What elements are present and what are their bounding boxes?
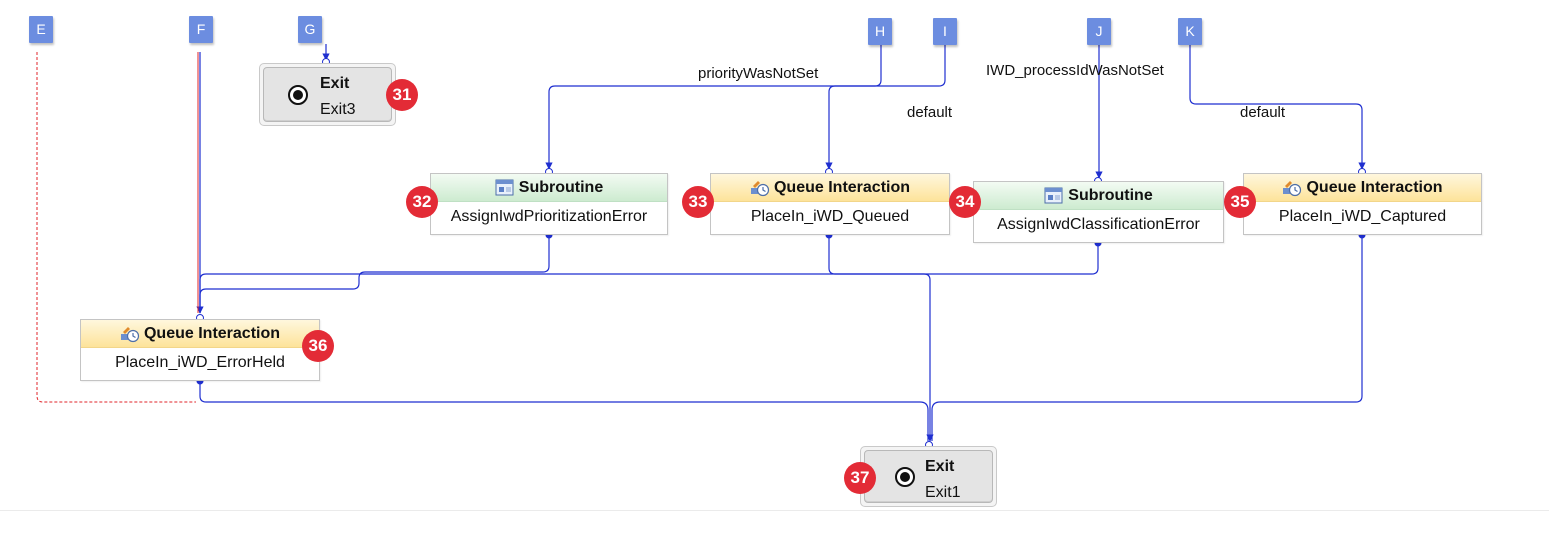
node-header: Subroutine bbox=[974, 182, 1223, 210]
queue-interaction-icon bbox=[1283, 180, 1302, 196]
node-name: PlaceIn_iWD_Captured bbox=[1278, 208, 1447, 225]
node-title: Queue Interaction bbox=[773, 178, 911, 196]
edge-label-default-2: default bbox=[1240, 104, 1286, 121]
exit-name: Exit1 bbox=[925, 484, 961, 501]
edge-label-process: IWD_processIdWasNotSet bbox=[986, 62, 1164, 79]
queue-interaction-icon bbox=[750, 180, 770, 196]
connector-i[interactable]: I bbox=[933, 18, 957, 45]
queue-interaction-icon bbox=[120, 326, 140, 342]
step-badge-35: 35 bbox=[1224, 186, 1256, 218]
node-title: Subroutine bbox=[1068, 186, 1153, 204]
node-title: Subroutine bbox=[518, 178, 604, 196]
subroutine-node-32[interactable]: Subroutine AssignIwdPrioritizationError bbox=[430, 173, 668, 235]
step-badge-32: 32 bbox=[406, 186, 438, 218]
node-name: PlaceIn_iWD_Queued bbox=[750, 208, 910, 225]
node-header: Queue Interaction bbox=[711, 174, 949, 202]
step-badge-33: 33 bbox=[682, 186, 714, 218]
connector-f[interactable]: F bbox=[189, 16, 213, 43]
node-title: Queue Interaction bbox=[143, 324, 281, 342]
node-header: Subroutine bbox=[431, 174, 667, 202]
wire-q35-exit37 bbox=[931, 235, 1363, 441]
queue-interaction-node-33[interactable]: Queue Interaction PlaceIn_iWD_Queued bbox=[710, 173, 950, 235]
connector-e[interactable]: E bbox=[29, 16, 53, 43]
node-name: AssignIwdClassificationError bbox=[997, 216, 1200, 233]
step-badge-36: 36 bbox=[302, 330, 334, 362]
connector-k[interactable]: K bbox=[1178, 18, 1202, 45]
wire-q36-exit37 bbox=[199, 381, 929, 441]
wire-k-q35 bbox=[1189, 44, 1366, 170]
node-header: Queue Interaction bbox=[81, 320, 319, 348]
queue-interaction-node-36[interactable]: Queue Interaction PlaceIn_iWD_ErrorHeld bbox=[80, 319, 320, 381]
subroutine-node-34[interactable]: Subroutine AssignIwdClassificationError bbox=[973, 181, 1224, 243]
step-badge-34: 34 bbox=[949, 186, 981, 218]
connector-g[interactable]: G bbox=[298, 16, 322, 43]
wire-h-sub32 bbox=[545, 44, 882, 170]
exit-title: Exit bbox=[320, 75, 350, 92]
node-name: AssignIwdPrioritizationError bbox=[450, 208, 648, 225]
exit-icon bbox=[288, 85, 308, 105]
queue-interaction-node-35[interactable]: Queue Interaction PlaceIn_iWD_Captured bbox=[1243, 173, 1482, 235]
step-badge-37: 37 bbox=[844, 462, 876, 494]
exit-title: Exit bbox=[925, 458, 955, 475]
exit-node-37[interactable]: Exit Exit1 bbox=[860, 446, 997, 507]
wire-sub32-q36 bbox=[199, 235, 550, 313]
connector-h[interactable]: H bbox=[868, 18, 892, 45]
wire-q33-exit37 bbox=[828, 235, 934, 442]
exit-name: Exit3 bbox=[320, 101, 356, 118]
exit-icon bbox=[895, 467, 915, 487]
edge-label-priority: priorityWasNotSet bbox=[698, 65, 819, 82]
node-title: Queue Interaction bbox=[1306, 178, 1443, 196]
step-badge-31: 31 bbox=[386, 79, 418, 111]
subroutine-icon bbox=[495, 179, 514, 195]
canvas-bottom-divider bbox=[0, 510, 1549, 511]
edge-label-default-1: default bbox=[907, 104, 953, 121]
subroutine-icon bbox=[1044, 187, 1063, 203]
node-name: PlaceIn_iWD_ErrorHeld bbox=[115, 354, 285, 371]
wire-i-q33 bbox=[825, 44, 946, 170]
connector-j[interactable]: J bbox=[1087, 18, 1111, 45]
wire-sub34-q36 bbox=[199, 244, 1099, 313]
node-header: Queue Interaction bbox=[1244, 174, 1481, 202]
exit-node-31[interactable]: Exit Exit3 bbox=[259, 63, 396, 126]
